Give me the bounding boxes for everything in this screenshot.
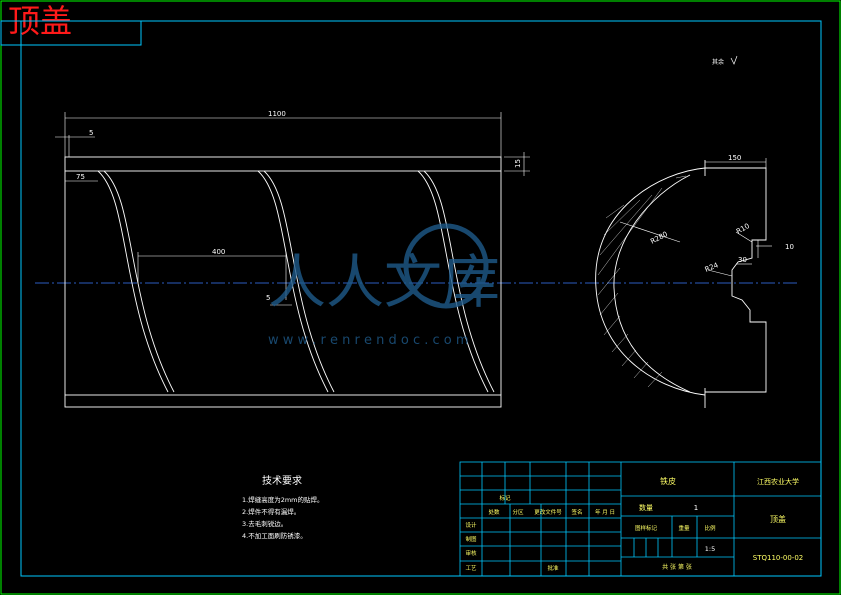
dim-height: 15 xyxy=(514,159,522,168)
approve-label: 批准 xyxy=(547,564,559,572)
dim-pitch: 400 xyxy=(212,248,225,256)
part-name: 顶盖 xyxy=(770,514,786,524)
roughness-note: 其余 xyxy=(712,58,724,66)
dim-edge-offset: 5 xyxy=(89,129,93,137)
stage-label: 图样标记 xyxy=(635,524,658,532)
sheet-count: 共 张 第 张 xyxy=(662,563,692,571)
drawing-number: STQ110-00-02 xyxy=(753,554,803,562)
tech-req-heading: 技术要求 xyxy=(262,474,302,487)
helix-rib-2 xyxy=(257,170,329,393)
school-name: 江西农业大学 xyxy=(757,477,799,486)
material: 铁皮 xyxy=(660,476,676,486)
front-view xyxy=(64,156,502,408)
watermark-url: w w w . r e n r e n d o c . c o m xyxy=(268,333,469,348)
role-label: 审核 xyxy=(465,549,477,557)
front-dimensions xyxy=(55,112,530,306)
dim-r-fillet: R24 xyxy=(704,261,720,274)
tech-req-item: 1.焊缝高度为2mm的贴焊。 xyxy=(242,495,324,504)
rev-header: 处数 xyxy=(488,508,500,516)
tech-req-item: 3.去毛刺锐边。 xyxy=(242,519,287,528)
role-label: 制图 xyxy=(465,535,477,543)
dim-thickness: 5 xyxy=(266,294,270,302)
top-plate xyxy=(64,156,502,172)
weight-label: 重量 xyxy=(678,524,690,532)
dim-slot-depth: 10 xyxy=(785,243,794,251)
dim-r-small: R10 xyxy=(735,222,751,236)
qty-label: 数量 xyxy=(639,503,653,512)
title-tab xyxy=(0,20,142,46)
scale-value: 1:5 xyxy=(705,545,715,553)
roughness-symbol-icon xyxy=(730,55,738,65)
dim-slot-width: 30 xyxy=(738,256,747,264)
inner-border xyxy=(20,20,822,577)
bottom-plate xyxy=(64,394,502,408)
role-label: 设计 xyxy=(465,521,477,529)
rev-header: 年 月 日 xyxy=(595,508,615,516)
watermark-logo-icon xyxy=(403,223,489,309)
qty-value: 1 xyxy=(694,504,698,512)
rev-header: 标记 xyxy=(499,494,511,502)
watermark: 人人文库 w w w . r e n r e n d o c . c o m xyxy=(268,223,500,348)
dim-overall-length: 1100 xyxy=(268,110,286,118)
section-hatching xyxy=(597,175,687,388)
rev-header: 分区 xyxy=(512,508,524,516)
title-block xyxy=(459,461,822,577)
dim-flange-width: 150 xyxy=(728,154,741,162)
helix-rib-3 xyxy=(417,170,489,393)
side-view xyxy=(595,160,767,408)
side-dimensions xyxy=(619,158,772,277)
role-label: 工艺 xyxy=(465,565,477,572)
helix-rib-1 xyxy=(97,170,169,393)
watermark-text: 人人文库 xyxy=(268,248,500,316)
rev-header: 更改文件号 xyxy=(534,508,562,516)
rev-header: 签名 xyxy=(571,508,582,516)
tech-req-item: 4.不加工面刷防锈漆。 xyxy=(242,531,307,540)
dim-helix-start: 75 xyxy=(76,173,85,181)
scale-label: 比例 xyxy=(704,524,716,532)
tech-req-item: 2.焊件不得有漏焊。 xyxy=(242,507,300,516)
